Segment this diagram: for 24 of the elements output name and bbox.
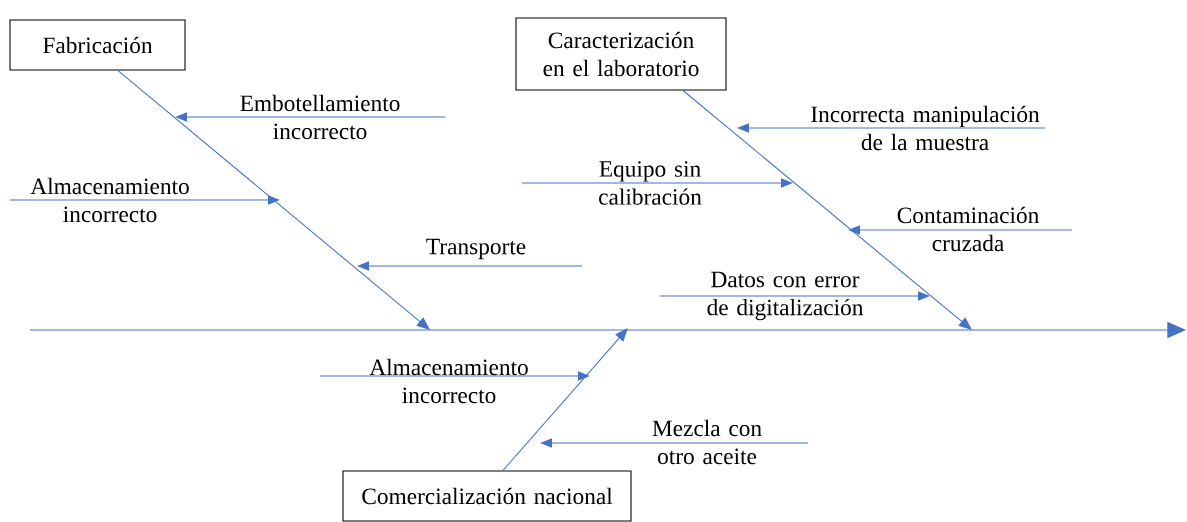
cause-label: Transporte [426,238,526,260]
cause-label: Equipo sin calibración [599,161,702,205]
cause-arrow [737,123,1046,133]
cause-label: Mezcla con otro aceite [652,419,762,465]
cause-label: Contaminación cruzada [897,206,1039,252]
cause-label: Almacenamiento incorrecto [30,177,189,223]
cause-arrow [848,225,1073,235]
bone-arrow [502,328,628,471]
cause-label: Datos con error de digitalización [707,271,864,321]
category-box: Comercialización nacional [342,470,632,522]
cause-arrow [319,371,590,381]
category-box: Caracterización en el laboratorio [515,17,727,91]
cause-label: Embotellamiento incorrecto [240,94,400,140]
cause-label: Incorrecta manipulación de la muestra [811,105,1040,151]
bone-arrow [682,90,972,330]
cause-arrow [521,178,793,188]
category-box: Fabricación [9,19,186,71]
cause-label: Almacenamiento incorrecto [369,358,528,404]
cause-arrow [175,112,446,122]
cause-arrow [540,438,809,448]
cause-arrow [357,261,583,271]
cause-arrow [659,291,930,301]
cause-arrow [9,195,280,205]
bone-arrow [117,70,430,330]
